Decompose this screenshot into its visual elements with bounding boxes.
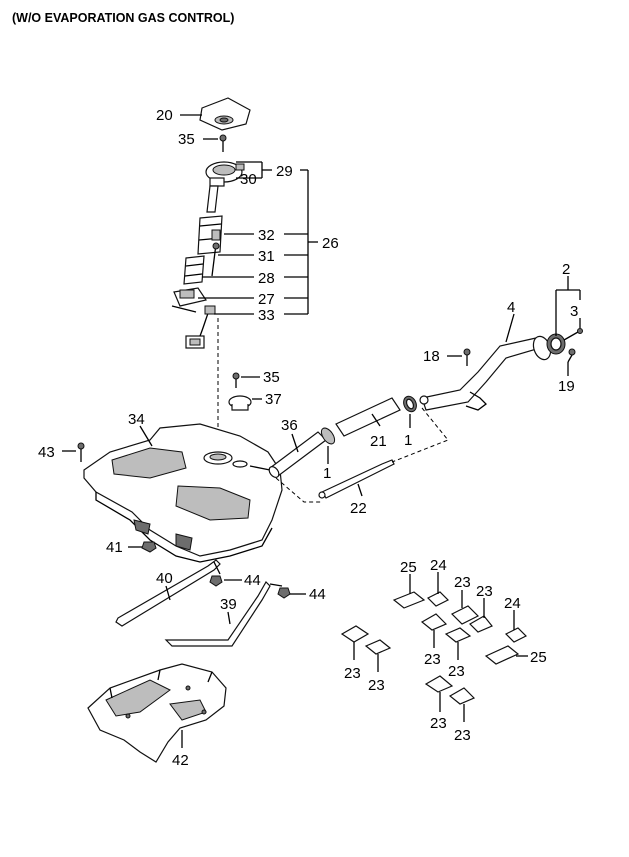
callout-20: 20 bbox=[156, 107, 173, 124]
callout-28: 28 bbox=[258, 270, 275, 287]
callout-22: 22 bbox=[350, 500, 367, 517]
callout-24b: 24 bbox=[504, 595, 521, 612]
fuel-pump-cover-plate bbox=[199, 97, 251, 131]
diagram-caption: (W/O EVAPORATION GAS CONTROL) bbox=[12, 11, 234, 25]
callout-3: 3 bbox=[570, 303, 578, 320]
leader-4 bbox=[505, 313, 515, 343]
callout-32: 32 bbox=[258, 227, 275, 244]
fuel-filter bbox=[183, 255, 205, 285]
pump-tube bbox=[206, 185, 219, 213]
callout-39: 39 bbox=[220, 596, 237, 613]
callout-33: 33 bbox=[258, 307, 275, 324]
pad-25b bbox=[484, 645, 520, 665]
cap-tether bbox=[563, 328, 583, 341]
callout-23b: 23 bbox=[476, 583, 493, 600]
pump-flange bbox=[205, 161, 245, 187]
callout-35b: 35 bbox=[263, 369, 280, 386]
filler-screw-19 bbox=[567, 348, 576, 363]
fuel-filler-pipe-4 bbox=[419, 335, 552, 411]
vent-path bbox=[275, 477, 322, 503]
filler-bolt-18 bbox=[463, 348, 471, 366]
callout-23h: 23 bbox=[454, 727, 471, 744]
callout-18: 18 bbox=[423, 348, 440, 365]
callout-2: 2 bbox=[562, 261, 570, 278]
tank-strap-39 bbox=[164, 581, 283, 647]
callout-25a: 25 bbox=[400, 559, 417, 576]
callout-35a: 35 bbox=[178, 131, 195, 148]
pad-23h bbox=[448, 687, 476, 705]
callout-19: 19 bbox=[558, 378, 575, 395]
pump-reservoir-bracket bbox=[171, 287, 207, 313]
callout-40: 40 bbox=[156, 570, 173, 587]
pad-24a bbox=[426, 591, 450, 607]
pad-23a bbox=[450, 605, 480, 625]
callout-23c: 23 bbox=[424, 651, 441, 668]
callout-23a: 23 bbox=[454, 574, 471, 591]
callout-42: 42 bbox=[172, 752, 189, 769]
callout-34: 34 bbox=[128, 411, 145, 428]
callout-24a: 24 bbox=[430, 557, 447, 574]
fuel-tank bbox=[83, 423, 283, 563]
bracket-2-3 bbox=[555, 276, 581, 336]
pad-24b bbox=[504, 627, 528, 643]
filler-path bbox=[391, 407, 449, 463]
callout-36: 36 bbox=[281, 417, 298, 434]
callout-29: 29 bbox=[276, 163, 293, 180]
tank-nut-41 bbox=[141, 541, 157, 553]
pad-23g bbox=[424, 675, 454, 693]
callout-1b: 1 bbox=[404, 432, 412, 449]
pad-23e bbox=[340, 625, 370, 643]
vent-tube-22 bbox=[318, 459, 395, 499]
callout-27: 27 bbox=[258, 291, 275, 308]
pad-23d bbox=[444, 627, 472, 643]
pad-25a bbox=[392, 591, 426, 609]
bracket-29-26 bbox=[198, 161, 318, 315]
callout-43: 43 bbox=[38, 444, 55, 461]
strap-nut-44a bbox=[209, 575, 223, 587]
fuel-cap bbox=[546, 333, 566, 355]
callout-23f: 23 bbox=[368, 677, 385, 694]
tank-bolt-43 bbox=[77, 442, 85, 462]
vent-hose-36 bbox=[268, 431, 327, 478]
callout-23g: 23 bbox=[430, 715, 447, 732]
cover-screw bbox=[219, 134, 227, 152]
pad-23f bbox=[364, 639, 392, 655]
pad-23c bbox=[420, 613, 448, 631]
harness-connector bbox=[185, 305, 216, 349]
callout-23d: 23 bbox=[448, 663, 465, 680]
callout-23e: 23 bbox=[344, 665, 361, 682]
leader-22 bbox=[357, 483, 363, 497]
callout-31: 31 bbox=[258, 248, 275, 265]
callout-1a: 1 bbox=[323, 465, 331, 482]
callout-37: 37 bbox=[265, 391, 282, 408]
callout-21: 21 bbox=[370, 433, 387, 450]
leader-40 bbox=[165, 585, 171, 601]
tank-protector-42 bbox=[87, 663, 227, 763]
vent-bolt bbox=[232, 372, 240, 388]
filler-hose-21 bbox=[335, 397, 401, 437]
leader-39 bbox=[227, 611, 231, 625]
callout-4: 4 bbox=[507, 299, 515, 316]
hose-clamp-1a bbox=[320, 427, 336, 445]
callout-30: 30 bbox=[240, 171, 257, 188]
pad-23b bbox=[469, 615, 493, 633]
leader-34 bbox=[139, 425, 153, 447]
callout-26: 26 bbox=[322, 235, 339, 252]
callout-44b: 44 bbox=[309, 586, 326, 603]
leader-21 bbox=[371, 413, 381, 427]
vent-valve-cap bbox=[228, 395, 252, 411]
callout-41: 41 bbox=[106, 539, 123, 556]
callout-25b: 25 bbox=[530, 649, 547, 666]
callout-44a: 44 bbox=[244, 572, 261, 589]
hose-clamp-1b bbox=[403, 395, 417, 413]
strap-nut-44b bbox=[277, 587, 291, 599]
leader-36 bbox=[291, 433, 299, 453]
sender-rod bbox=[211, 242, 220, 277]
